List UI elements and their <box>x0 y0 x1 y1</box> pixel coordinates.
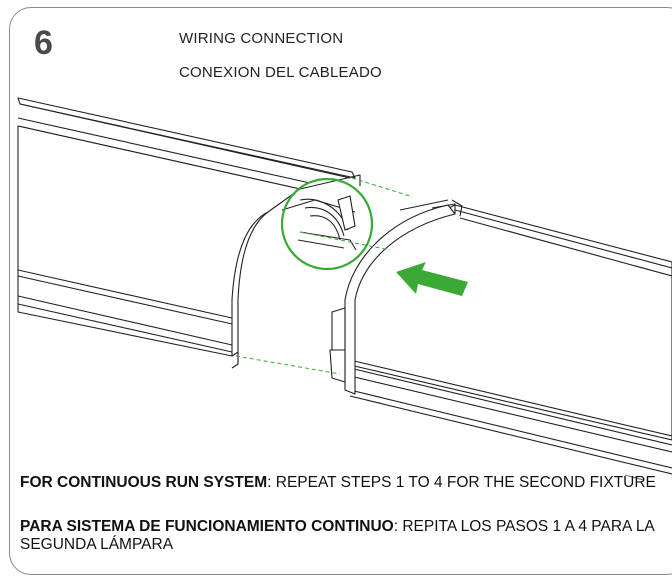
push-arrow-icon <box>396 262 468 296</box>
end-cap <box>344 204 456 395</box>
right-fixture-body <box>349 204 672 441</box>
title-spanish: CONEXION DEL CABLEADO <box>179 64 382 81</box>
left-fixture-top-edge <box>17 97 356 179</box>
fixture-illustration <box>17 97 672 480</box>
instruction-spanish: PARA SISTEMA DE FUNCIONAMIENTO CONTINUO:… <box>20 518 660 554</box>
detail-circle-icon <box>280 177 374 271</box>
instruction-english-text: : REPEAT STEPS 1 TO 4 FOR THE SECOND FIX… <box>267 474 656 491</box>
instruction-spanish-text: : REPITA LOS PASOS 1 A 4 PARA LA SEGUNDA… <box>20 518 654 553</box>
instruction-english: FOR CONTINUOUS RUN SYSTEM: REPEAT STEPS … <box>20 474 660 492</box>
instruction-card <box>9 7 672 575</box>
title-english: WIRING CONNECTION <box>179 30 344 47</box>
left-fixture-body <box>17 125 301 357</box>
instruction-spanish-bold: PARA SISTEMA DE FUNCIONAMIENTO CONTINUO <box>20 518 394 535</box>
instruction-english-bold: FOR CONTINUOUS RUN SYSTEM <box>20 474 268 491</box>
step-number: 6 <box>34 24 53 62</box>
